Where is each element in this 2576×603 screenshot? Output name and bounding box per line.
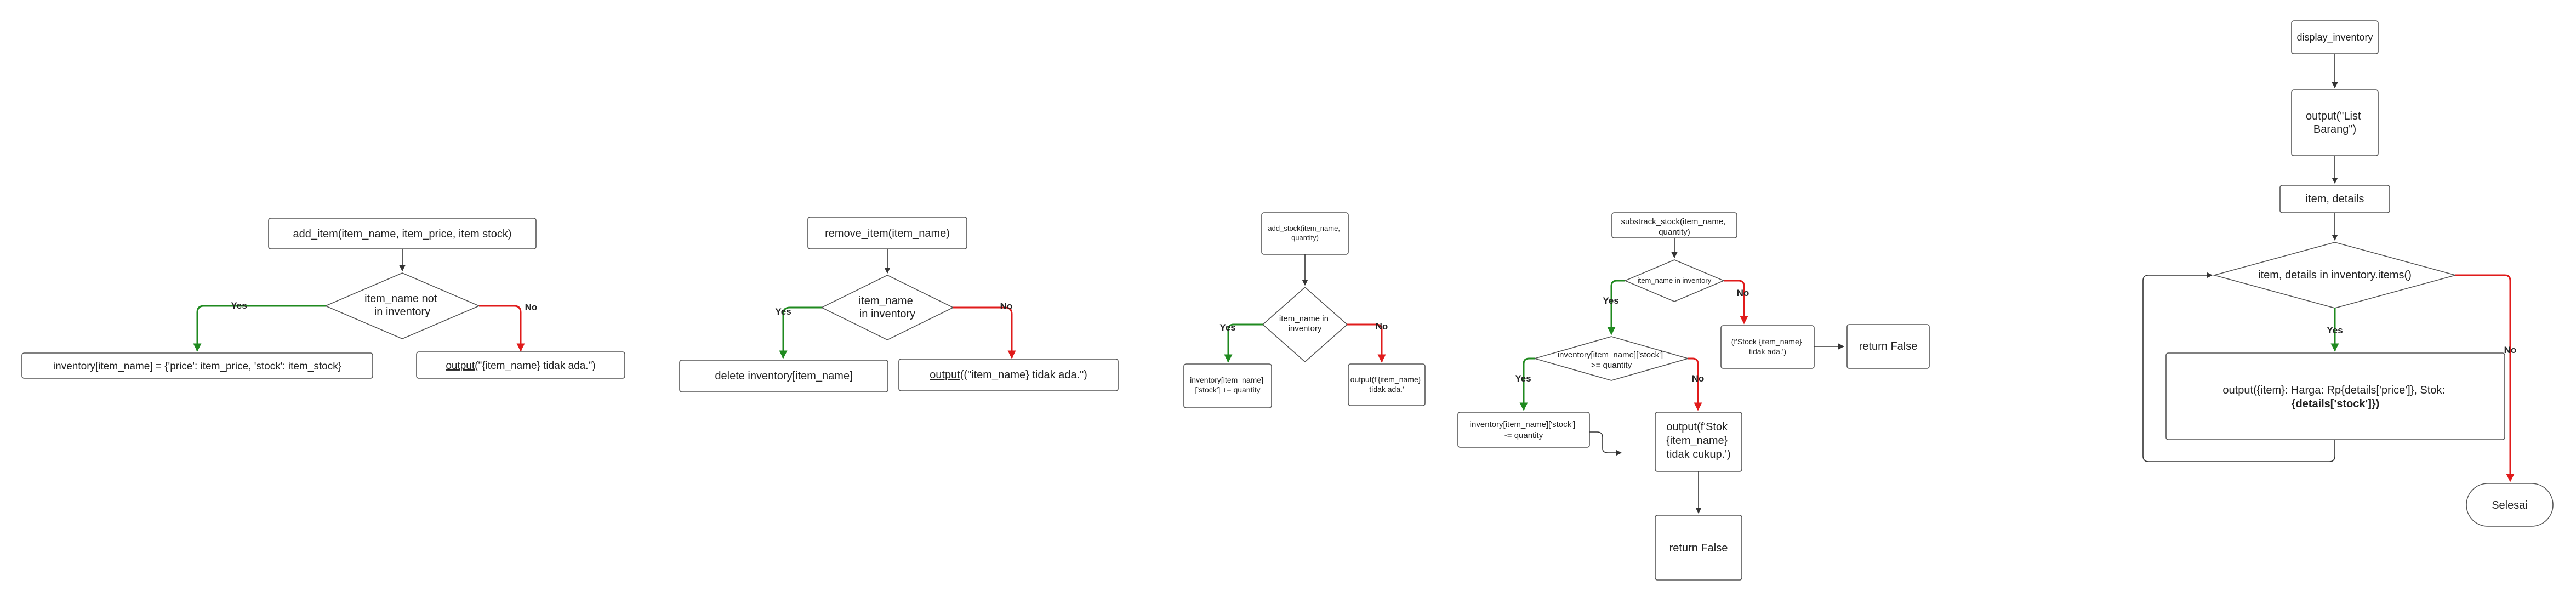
remove-item-yes-edge	[779, 306, 822, 359]
display-inventory-loop-vars-label: item, details	[2306, 193, 2364, 205]
substrack-stock-yes2-action-box	[1457, 412, 1590, 448]
add-stock-start-label: add_stock(item_name, quantity)	[1268, 224, 1342, 242]
substrack-stock-start-label: substrack_stock(item_name, quantity)	[1621, 217, 1728, 237]
substrack-stock-edge-yes2-out	[1589, 431, 1622, 456]
add-stock-yes-edge	[1224, 323, 1263, 363]
remove-item-yes-action-box	[679, 360, 888, 392]
display-inventory-yes-label: Yes	[2327, 325, 2343, 335]
display-inventory-body-label: output({item}: Harga: Rp{details['price'…	[2222, 384, 2448, 410]
substrack-stock-yes2-edge	[1519, 357, 1535, 411]
add-stock-yes-action-box	[1183, 363, 1272, 408]
add-stock-condition-diamond	[1262, 286, 1348, 363]
display-inventory-end-label: Selesai	[2492, 499, 2528, 511]
display-inventory-loop-back-edge	[2142, 272, 2335, 462]
substrack-stock-condition1-label: item_name in inventory	[1638, 276, 1712, 285]
add-stock-flow: add_stock(item_name, quantity) item_name…	[1183, 212, 1426, 408]
substrack-stock-no2-action-label: output(f'Stok {item_name} tidak cukup.')	[1666, 421, 1731, 460]
add-item-condition-diamond	[324, 272, 481, 339]
remove-item-start-label: remove_item(item_name)	[825, 227, 950, 240]
substrack-stock-no1-action-box	[1720, 325, 1815, 369]
display-inventory-condition-label: item, details in inventory.items()	[2258, 269, 2412, 281]
add-stock-no-edge	[1347, 323, 1386, 363]
remove-item-condition-diamond	[820, 275, 954, 340]
add-item-yes-action-box	[21, 352, 373, 379]
display-inventory-output-list-label: output("List Barang")	[2306, 110, 2364, 135]
substrack-stock-yes2-action-label: inventory[item_name]['stock'] -= quantit…	[1470, 420, 1578, 440]
display-inventory-flow: display_inventory output("List Barang") …	[2142, 20, 2554, 527]
add-stock-yes-label: Yes	[1219, 322, 1235, 333]
display-inventory-output-list-box	[2291, 89, 2379, 156]
add-item-flow: add_item(item_name, item_price, item sto…	[21, 218, 625, 379]
add-item-yes-label: Yes	[231, 300, 247, 311]
add-item-no-label: No	[525, 302, 538, 312]
add-stock-no-label: No	[1376, 321, 1388, 332]
add-item-yes-action-label: inventory[item_name] = {'price': item_pr…	[53, 361, 341, 372]
add-item-condition-label: item_name not in inventory	[364, 293, 440, 318]
substrack-stock-condition2-label: inventory[item_name]['stock'] >= quantit…	[1558, 350, 1666, 370]
remove-item-no-action-label: output(("item_name} tidak ada.")	[930, 369, 1087, 381]
add-item-no-action-label: output("{item_name} tidak ada.")	[446, 360, 595, 372]
substrack-stock-yes1-edge	[1607, 280, 1625, 335]
remove-item-condition-label: item_name in inventory	[859, 295, 916, 320]
substrack-stock-yes2-label: Yes	[1515, 373, 1531, 384]
display-inventory-body-box	[2165, 352, 2505, 440]
substrack-stock-no2-edge	[1688, 357, 1702, 411]
remove-item-yes-action-label: delete inventory[item_name]	[715, 370, 852, 382]
substrack-stock-return-false-1-box	[1846, 324, 1930, 369]
substrack-stock-no2-label: No	[1692, 373, 1705, 384]
substrack-stock-return-false-2-label: return False	[1669, 542, 1728, 554]
add-item-yes-edge	[193, 305, 326, 352]
display-inventory-start-label: display_inventory	[2296, 32, 2373, 43]
substrack-stock-condition1-diamond	[1623, 259, 1725, 302]
substrack-stock-flow: substrack_stock(item_name, quantity) ite…	[1457, 212, 1930, 581]
substrack-stock-condition2-diamond	[1533, 336, 1690, 381]
display-inventory-no-label: No	[2504, 345, 2517, 355]
substrack-stock-no1-label: No	[1737, 288, 1749, 298]
add-item-start-label: add_item(item_name, item_price, item sto…	[293, 228, 511, 240]
remove-item-yes-label: Yes	[775, 306, 791, 317]
add-stock-no-action-box	[1348, 363, 1426, 406]
substrack-stock-no1-action-label: (f'Stock {item_name} tidak ada.')	[1731, 337, 1804, 356]
add-stock-condition-label: item_name in inventory	[1279, 314, 1331, 333]
add-item-no-edge	[479, 305, 525, 352]
add-stock-yes-action-label: inventory[item_name] ['stock'] += quanti…	[1190, 376, 1266, 394]
display-inventory-end-terminator	[2466, 483, 2554, 527]
display-inventory-no-edge	[2455, 274, 2515, 482]
add-stock-no-action-label: output(f'{item_name} tidak ada.'	[1350, 375, 1423, 394]
substrack-stock-yes1-label: Yes	[1603, 295, 1618, 306]
remove-item-no-action-box	[898, 359, 1119, 391]
substrack-stock-return-false-1-label: return False	[1859, 340, 1918, 352]
substrack-stock-no1-edge	[1724, 280, 1748, 325]
remove-item-flow: remove_item(item_name) item_name in inve…	[679, 217, 1119, 392]
substrack-stock-return-false-2-box	[1655, 515, 1742, 581]
remove-item-no-label: No	[1000, 301, 1013, 311]
add-item-no-action-box	[416, 351, 625, 379]
remove-item-no-edge	[953, 306, 1016, 359]
